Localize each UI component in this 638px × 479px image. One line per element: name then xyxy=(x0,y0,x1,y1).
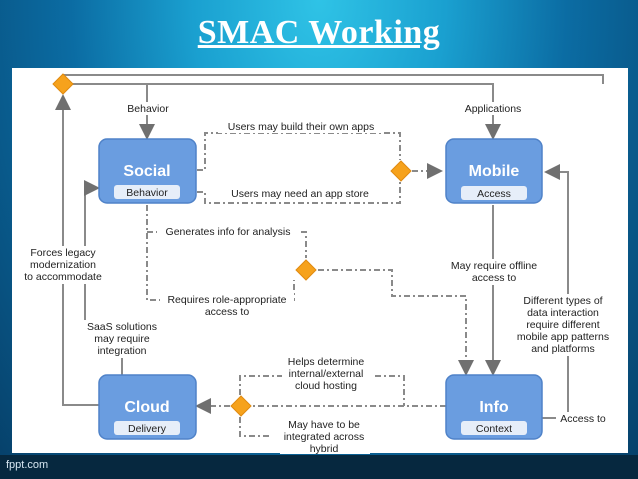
label-integrated-3: hybrid xyxy=(310,443,339,455)
mobile-title: Mobile xyxy=(469,163,520,180)
diamond-apps xyxy=(390,160,412,182)
cloud-title: Cloud xyxy=(124,399,169,416)
cloud-node: Cloud Delivery xyxy=(98,374,197,440)
label-helps-3: cloud hosting xyxy=(295,380,357,392)
label-saas-3: integration xyxy=(97,345,146,357)
label-build-apps: Users may build their own apps xyxy=(228,121,374,133)
footer-text: fppt.com xyxy=(6,459,49,471)
social-title: Social xyxy=(123,163,170,180)
label-offline-1: May require offline xyxy=(451,260,537,272)
label-forces-1: Forces legacy xyxy=(30,247,96,259)
diamond-info xyxy=(295,259,317,281)
footer-bar xyxy=(0,455,638,479)
label-diff-5: and platforms xyxy=(531,343,595,355)
diamond-cloud xyxy=(230,395,252,417)
label-forces-2: modernization xyxy=(30,259,96,271)
label-forces-3: to accommodate xyxy=(24,271,102,283)
label-diff-4: mobile app patterns xyxy=(517,331,609,343)
label-role-access-2: access to xyxy=(205,306,250,318)
info-sub: Context xyxy=(476,423,512,435)
integrated-line xyxy=(239,417,270,437)
label-integrated-2: integrated across xyxy=(284,431,365,443)
label-helps-2: internal/external xyxy=(289,368,364,380)
slide-title: SMAC Working xyxy=(197,14,441,51)
top-loop-line xyxy=(62,74,604,84)
label-applications: Applications xyxy=(465,103,522,115)
label-helps-1: Helps determine xyxy=(288,356,365,368)
label-offline-2: access to xyxy=(472,272,517,284)
mobile-sub: Access xyxy=(477,188,511,200)
app-store-line xyxy=(197,182,401,204)
social-node: Social Behavior xyxy=(98,138,197,204)
diamond-top-left xyxy=(52,73,74,95)
mobile-node: Mobile Access xyxy=(445,138,543,204)
label-access-to: Access to xyxy=(560,413,606,425)
info-title: Info xyxy=(479,399,509,416)
forces-legacy-line xyxy=(55,94,100,406)
build-apps-line xyxy=(197,132,401,171)
label-integrated-1: May have to be xyxy=(288,419,360,431)
label-diff-2: data interaction xyxy=(527,307,599,319)
label-saas-1: SaaS solutions xyxy=(87,321,157,333)
label-diff-1: Different types of xyxy=(523,295,602,307)
applications-arrow xyxy=(72,83,501,140)
label-saas-2: may require xyxy=(94,333,150,345)
label-generates-info: Generates info for analysis xyxy=(166,226,291,238)
label-role-access-1: Requires role-appropriate xyxy=(167,294,286,306)
social-sub: Behavior xyxy=(126,187,168,199)
info-node: Info Context xyxy=(445,374,543,440)
label-app-store: Users may need an app store xyxy=(231,188,369,200)
diamond-to-info xyxy=(318,269,474,376)
role-access-line xyxy=(146,205,295,301)
label-diff-3: require different xyxy=(526,319,599,331)
cloud-sub: Delivery xyxy=(128,423,167,435)
label-behavior: Behavior xyxy=(127,103,169,115)
